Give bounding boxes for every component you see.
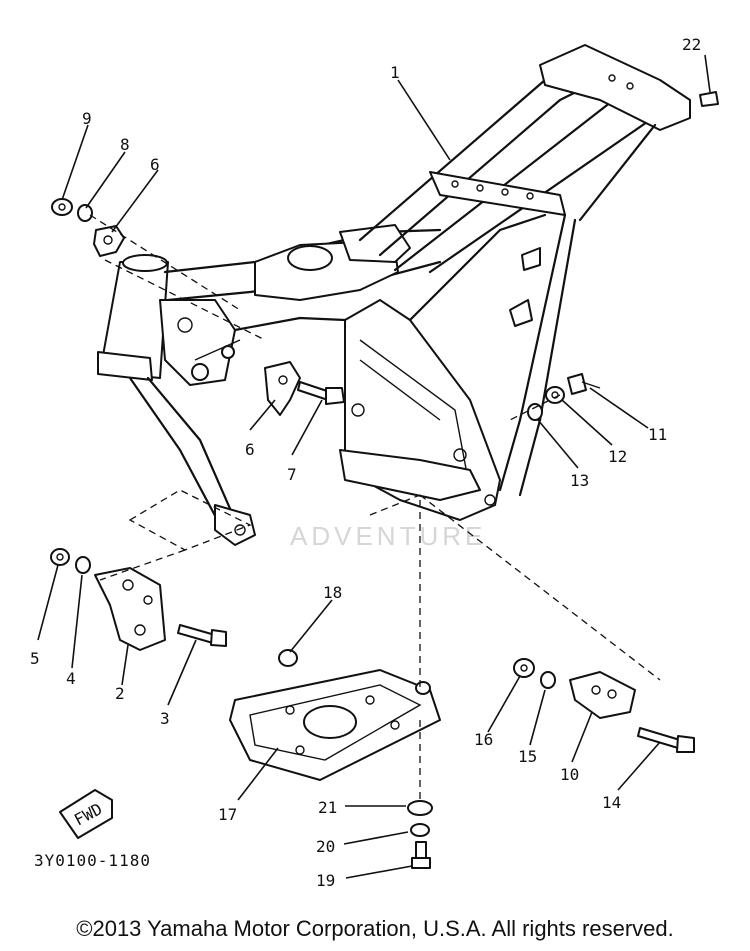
part-2-bracket <box>94 567 166 651</box>
callout-4: 4 <box>66 669 76 688</box>
part-21-collar <box>407 800 433 816</box>
callout-11: 11 <box>648 425 667 444</box>
callout-6-lower: 6 <box>245 440 255 459</box>
part-6-bracket-lower <box>264 361 301 416</box>
part-18-nut <box>278 649 298 667</box>
part-6-bracket-upper <box>93 225 125 257</box>
part-11-bolt <box>567 373 601 395</box>
leader-lines <box>37 54 711 879</box>
callout-21: 21 <box>318 798 337 817</box>
part-17-skid-plate <box>229 669 441 781</box>
callout-15: 15 <box>518 747 537 766</box>
callout-18: 18 <box>323 583 342 602</box>
part-12-washer <box>545 386 565 404</box>
callout-22: 22 <box>682 35 701 54</box>
part-15-washer <box>540 671 556 689</box>
part-16-nut <box>513 658 535 678</box>
callout-12: 12 <box>608 447 627 466</box>
main-frame <box>97 44 692 546</box>
part-code: 3Y0100-1180 <box>34 851 151 870</box>
callout-3: 3 <box>160 709 170 728</box>
fwd-arrow-icon: FWD <box>59 789 113 839</box>
callout-10: 10 <box>560 765 579 784</box>
callout-14: 14 <box>602 793 621 812</box>
watermark: ADVENTURE <box>290 521 486 551</box>
part-20-washer <box>410 823 430 837</box>
callout-6-upper: 6 <box>150 155 160 174</box>
callout-5: 5 <box>30 649 40 668</box>
part-13-washer <box>527 403 543 421</box>
callout-20: 20 <box>316 837 335 856</box>
part-3-bolt <box>177 624 227 647</box>
part-4-washer <box>75 556 91 574</box>
part-14-bolt <box>637 727 695 753</box>
callout-labels: 1 2 3 4 5 6 6 7 8 9 10 11 12 13 14 15 16… <box>30 35 701 890</box>
callout-1: 1 <box>390 63 400 82</box>
callout-19: 19 <box>316 871 335 890</box>
part-9-nut <box>51 198 73 216</box>
callout-16: 16 <box>474 730 493 749</box>
assembly-guides <box>89 214 661 800</box>
copyright-notice: ©2013 Yamaha Motor Corporation, U.S.A. A… <box>76 916 674 941</box>
callout-2: 2 <box>115 684 125 703</box>
part-10-bracket <box>569 671 636 719</box>
part-8-washer <box>77 204 93 222</box>
part-5-nut <box>50 548 70 566</box>
callout-8: 8 <box>120 135 130 154</box>
part-19-bolt <box>411 841 431 869</box>
part-7-bolt <box>297 381 345 405</box>
callout-9: 9 <box>82 109 92 128</box>
callout-7: 7 <box>287 465 297 484</box>
callout-13: 13 <box>570 471 589 490</box>
callout-17: 17 <box>218 805 237 824</box>
part-22-bolt <box>699 91 719 107</box>
